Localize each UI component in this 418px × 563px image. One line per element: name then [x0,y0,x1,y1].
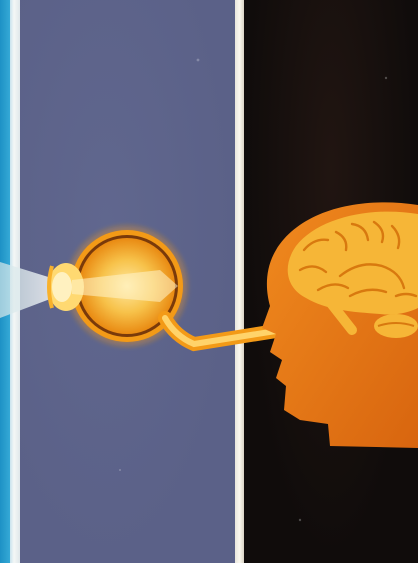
vision-illustration [0,0,418,563]
illustration-stage [0,0,418,563]
